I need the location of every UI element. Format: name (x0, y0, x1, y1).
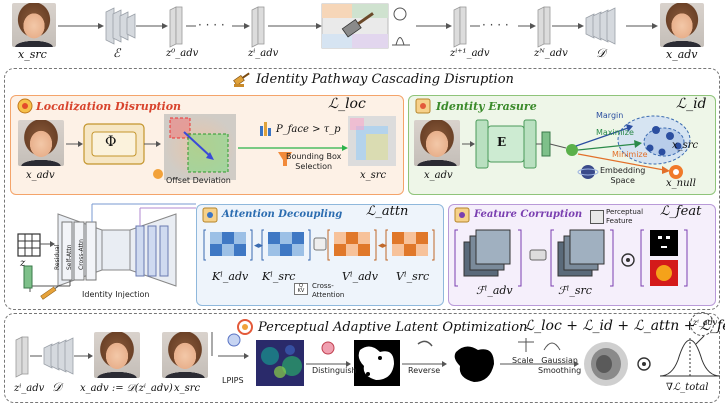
opt-decoder-label: 𝒟 (52, 380, 62, 394)
localization-title: Localization Disruption (36, 100, 182, 113)
unet-z-label: z (20, 258, 26, 269)
encoder-label: ℰ (113, 46, 121, 60)
embedding-space-label: Embedding Space (600, 166, 646, 185)
identity-title: Identity Erasure (436, 100, 537, 113)
unet-block-residual: Residual (54, 244, 61, 270)
z-adv-circle-icon (690, 312, 714, 336)
source-face-image-top (12, 3, 56, 47)
opt-x-src-image (162, 332, 208, 378)
lpips-label: LPIPS (222, 376, 244, 385)
zi1-label: zⁱ⁺¹_adv (450, 48, 490, 59)
loc-loss-label: ℒ_loc (328, 96, 366, 112)
svg-text:· · · ·: · · · · (482, 18, 509, 32)
margin-label: Margin (596, 111, 624, 120)
section-title: Identity Pathway Cascading Disruption (256, 72, 514, 87)
opt-z-adv-label: zⁱ_adv (14, 383, 45, 394)
loc-x-adv-label: x_adv (26, 170, 55, 181)
opt-x-adv-image (94, 332, 140, 378)
k-src-label: Kˡ_src (262, 270, 296, 283)
face-prob-criterion: P_face > τ_p (276, 124, 341, 135)
qkv-icon: Q KV (294, 283, 308, 295)
distinguish-label: Distinguish (312, 366, 357, 375)
optimization-container (4, 313, 720, 403)
maximize-label: Maximize (596, 128, 634, 137)
unet-block-cross-attn: Cross-Attn (78, 239, 85, 270)
x-null-label: x_null (666, 178, 696, 189)
offset-deviation-label: Offset Deviation (166, 176, 231, 185)
target-icon (16, 97, 34, 115)
phi-symbol: Φ (105, 134, 117, 150)
id-loss-label: ℒ_id (676, 96, 707, 112)
top-pipeline: · · · · · · · · (58, 3, 658, 49)
adv-face-image-top (660, 3, 704, 47)
id-x-adv-image (414, 120, 460, 166)
total-loss-label: ℒ_loc + ℒ_id + ℒ_attn + ℒ_feat (524, 318, 725, 334)
v-adv-label: Vˡ_adv (342, 270, 378, 283)
attention-icon (201, 206, 219, 224)
f-src-label: ℱˡ_src (558, 284, 592, 297)
attn-loss-label: ℒ_attn (366, 204, 409, 219)
cross-attention-label: Cross- Attention (312, 282, 345, 299)
z0-label: z⁰_adv (166, 48, 199, 59)
perceptual-feature-label: Perceptual Feature (606, 208, 644, 225)
svg-text:· · · ·: · · · · (198, 18, 225, 32)
minimize-label: Minimize (612, 150, 648, 159)
encoder-E-label: E (497, 135, 507, 149)
optimization-flow (15, 332, 720, 386)
grad-total-label: ∇ℒ_total (666, 382, 709, 393)
id-x-adv-label: x_adv (424, 170, 453, 181)
x-adv-label-top: x_adv (666, 48, 698, 61)
reverse-label: Reverse (408, 366, 441, 375)
refresh-icon (236, 318, 254, 336)
svg-text:◂▸: ◂▸ (378, 241, 388, 251)
loc-flow (66, 114, 396, 180)
scale-label: Scale (512, 356, 534, 365)
feature-icon (453, 206, 471, 224)
identity-flow (462, 115, 691, 179)
svg-text:◂▸: ◂▸ (254, 241, 264, 251)
k-adv-label: Kˡ_adv (212, 270, 249, 283)
attention-title: Attention Decoupling (222, 209, 343, 220)
loc-x-adv-image (18, 120, 64, 166)
face-scan-icon (414, 97, 432, 115)
unet-block-self-attn: Self-Attn (66, 244, 73, 271)
identity-injection-label: Identity Injection (82, 290, 150, 299)
z-adv-right-label: zⁱ_adv (693, 318, 718, 327)
v-src-label: Vˡ_src (396, 270, 430, 283)
id-x-src-label: x_src (672, 140, 699, 151)
loc-x-src-label: x_src (360, 170, 387, 181)
x-src-label-top: x_src (18, 48, 47, 61)
perceptual-feature-icon (590, 210, 604, 224)
x-adv-equation: x_adv := 𝒟(zⁱ_adv) (80, 383, 173, 394)
decoder-label: 𝒟 (596, 46, 606, 60)
feature-title: Feature Corruption (474, 209, 583, 220)
zN-label: zᴺ_adv (534, 48, 568, 59)
gavel-icon (232, 70, 250, 88)
feature-maps (454, 229, 688, 287)
optimization-title: Perceptual Adaptive Latent Optimization (258, 320, 528, 335)
zi-label: zⁱ_adv (248, 48, 279, 59)
bbox-selection-label: Bounding Box Selection (286, 152, 342, 171)
cascading-disruption-container (4, 68, 720, 310)
feat-loss-label: ℒ_feat (660, 204, 702, 219)
unet-diagram (17, 203, 196, 300)
attention-matrices: ◂▸ ◂▸ (203, 229, 435, 261)
gaussian-smoothing-label: Gaussian Smoothing (538, 356, 582, 375)
opt-x-src-label: x_src (174, 383, 201, 394)
f-adv-label: ℱˡ_adv (476, 284, 513, 297)
